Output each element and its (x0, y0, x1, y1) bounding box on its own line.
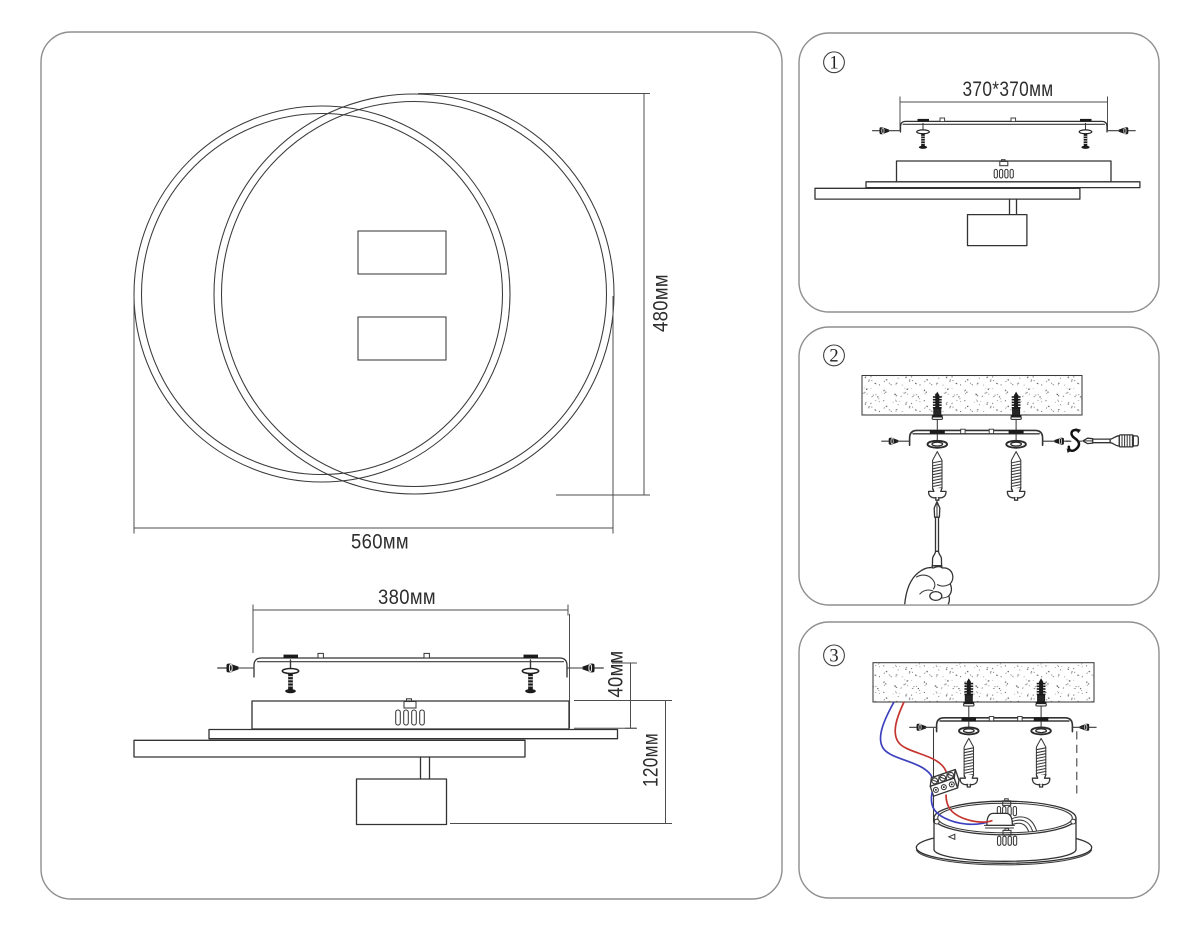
step1-bracket (899, 117, 1108, 133)
direction-mark (947, 833, 956, 841)
overview-panel-frame (40, 31, 783, 900)
bracket-slot-mark (283, 654, 298, 658)
ring-left-outer-circle (133, 105, 511, 483)
ceiling-slab-texture (873, 662, 1094, 702)
dimension-ticks (252, 604, 569, 616)
step1-number: 1 (829, 53, 838, 73)
driver-housing (251, 700, 570, 730)
dimension-ticks (638, 93, 650, 496)
side-view-drawing: 380мм (133, 586, 672, 826)
driver-box-bottom (357, 316, 447, 361)
dimension-width-label: 560мм (351, 531, 409, 554)
dimension-bracket-width: 380мм (252, 586, 570, 728)
bracket-clip (423, 652, 430, 659)
ceiling-slab-texture (862, 375, 1082, 415)
step2-panel: 2 (823, 344, 1139, 605)
step1-number-badge: 1 (823, 51, 845, 73)
washer-right-icon (1030, 726, 1052, 736)
ring-plate-lower (133, 739, 526, 758)
ceiling-slab-outline (861, 374, 1083, 416)
dimension-bracket-width-label: 380мм (378, 586, 436, 609)
dimension-bracket-height: 40мм (574, 651, 637, 729)
hand-icon (904, 566, 954, 605)
cable-gland (983, 812, 1016, 829)
step3-panel: 3 (823, 644, 1097, 866)
dimension-bracket-height-label: 40мм (605, 651, 628, 698)
terminal-block-icon (929, 768, 960, 797)
driver-box-top (357, 230, 447, 275)
ring-left (133, 105, 511, 483)
ring-right (213, 93, 615, 495)
lower-ring-box (355, 778, 448, 826)
fixture-wire-red (945, 794, 993, 823)
step2-number: 2 (829, 346, 838, 366)
ring-left-inner-circle (140, 112, 504, 476)
dimension-ticks (660, 700, 671, 824)
ceiling-slab-outline (872, 662, 1095, 703)
step3-number-badge: 3 (823, 644, 845, 666)
dimension-ticks (899, 96, 1108, 108)
top-view-drawing: 480мм 560мм (133, 93, 673, 554)
dimension-line (418, 93, 650, 496)
washer-left-icon (926, 439, 949, 449)
step3-bracket (935, 716, 1074, 733)
washer-right-icon (1005, 439, 1027, 449)
stem (419, 756, 431, 780)
mounting-bracket-side (253, 652, 568, 678)
screwdriver-horizontal-icon (1082, 434, 1139, 448)
dimension-fixture-height: 120мм (450, 700, 672, 824)
dimension-height-480: 480мм (418, 93, 673, 496)
step3-ceiling (872, 662, 1095, 703)
step3-number: 3 (829, 646, 838, 666)
fixture-base-drum (915, 798, 1093, 866)
dimension-line (133, 296, 614, 534)
dimension-line (450, 700, 672, 824)
wire-coil (1010, 816, 1038, 832)
step1-fixture (814, 159, 1141, 247)
rotation-arrow-icon (1065, 428, 1084, 453)
dimension-ticks (133, 522, 614, 534)
dimension-width-560: 560мм (133, 296, 614, 554)
drum-vents-front (996, 827, 1018, 846)
dimension-fixture-height-label: 120мм (640, 733, 663, 787)
step2-number-badge: 2 (823, 344, 845, 366)
vent-slots (395, 709, 425, 726)
ring-plate-upper (208, 728, 619, 740)
dimension-ticks (625, 662, 636, 729)
step1-dimension: 370*370мм (899, 78, 1108, 130)
step2-bracket (908, 428, 1044, 446)
connector-icon (403, 698, 417, 709)
dimension-height-label: 480мм (650, 274, 673, 332)
supply-wire-blue (879, 701, 933, 778)
step1-dimension-label: 370*370мм (963, 78, 1054, 101)
ring-right-outer-circle (213, 93, 615, 495)
washer-left-icon (958, 726, 980, 736)
fixture-side (133, 698, 619, 826)
step2-ceiling (861, 374, 1083, 416)
ring-right-inner-circle (220, 100, 608, 488)
bracket-slot-mark (523, 654, 538, 658)
fixture-wire-blue (930, 792, 989, 826)
bracket-clip (317, 652, 324, 659)
step2-panel-frame (798, 326, 1160, 606)
step1-panel: 1 370*370мм (814, 51, 1141, 247)
supply-wire-red (894, 701, 948, 775)
